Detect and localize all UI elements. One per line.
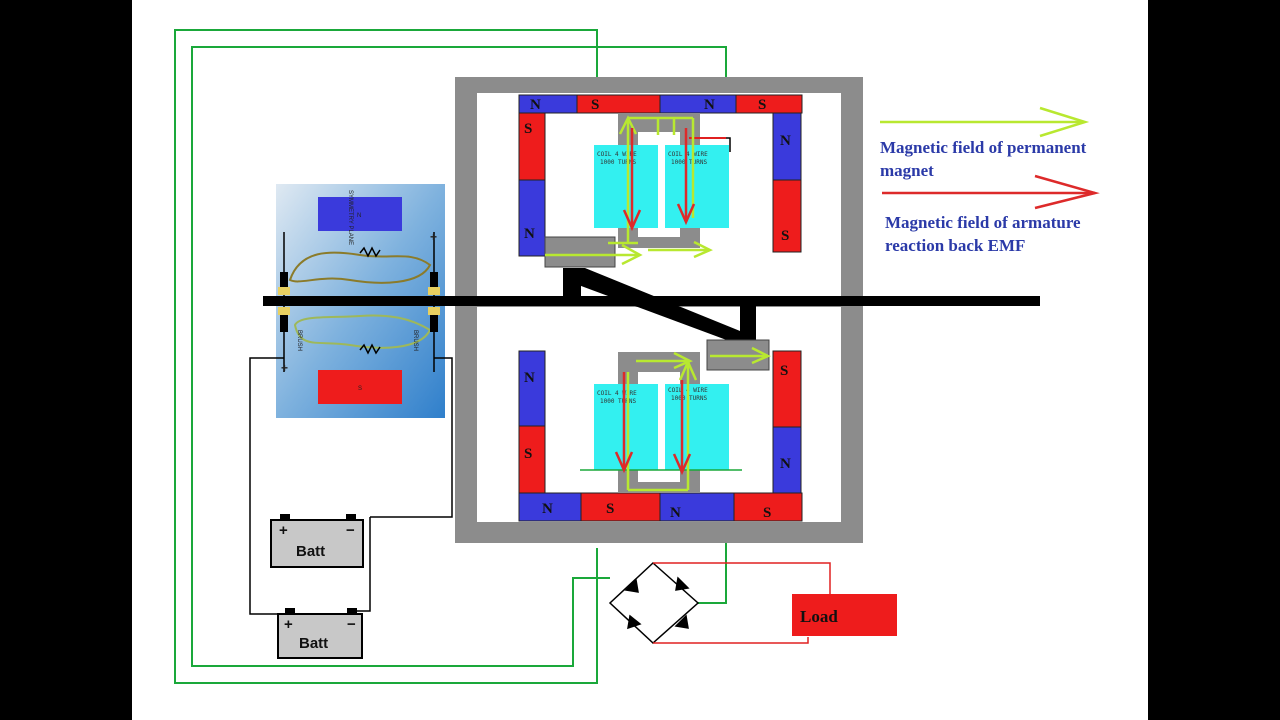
inset-brush-label: BRUSH	[412, 330, 418, 351]
inset-plus-sign: +	[281, 361, 288, 375]
top-magnet-row: N S N S	[518, 94, 803, 114]
battery-icon	[277, 613, 363, 659]
bottom-left-magnet-column: N S	[518, 350, 546, 494]
battery-plus: +	[279, 522, 288, 539]
inset-brush-label: BRUSH	[296, 330, 302, 351]
battery-2: + − Batt	[277, 608, 363, 659]
pole-label: S	[524, 121, 532, 137]
top-rotor-pole	[544, 236, 616, 268]
battery-label: Batt	[299, 635, 328, 652]
pole-label: S	[781, 228, 789, 244]
rotor-post-right	[740, 305, 756, 343]
rotor-arm	[565, 268, 745, 345]
coil-label: COIL 4 WIRE	[668, 151, 708, 158]
battery-wiring	[249, 357, 453, 615]
bottom-pole-label: N	[542, 501, 553, 517]
top-field-arrows	[545, 115, 713, 266]
coil-label: COIL 4 WIRE	[597, 151, 637, 158]
bottom-right-magnet-column: S N	[772, 350, 802, 494]
symmetry-inset: N S SYMMETRY PLANE BRUSH BRUSH + +	[263, 184, 463, 418]
top-right-magnet-column: N S	[772, 112, 802, 253]
bottom-left-coil	[594, 384, 658, 470]
inset-south-label: S	[358, 386, 362, 392]
legend-permanent-text-1: Magnetic field of permanent	[880, 138, 1087, 157]
bottom-magnet-row: N S N S	[518, 492, 803, 522]
top-left-magnet-column: S N	[518, 112, 546, 257]
legend-armature-text-1: Magnetic field of armature	[885, 213, 1081, 232]
battery-1: + − Batt	[270, 514, 364, 568]
top-pole-label: S	[591, 97, 599, 113]
inset-south-magnet	[318, 370, 402, 404]
top-pole-label: N	[704, 97, 715, 113]
pole-label: S	[524, 446, 532, 462]
pole-label: N	[524, 226, 535, 242]
battery-plus: +	[284, 616, 293, 633]
top-right-coil	[665, 145, 729, 228]
load-box	[792, 594, 897, 636]
inset-plane-label: SYMMETRY PLANE	[347, 190, 353, 245]
inset-north-magnet	[318, 197, 402, 231]
coil-label: 1000 TURNS	[600, 159, 637, 166]
pole-label: S	[780, 363, 788, 379]
inset-north-label: N	[357, 213, 361, 219]
coil-label: 1000 TURNS	[671, 159, 708, 166]
load: Load	[792, 594, 897, 636]
legend-armature-text-2: reaction back EMF	[885, 236, 1025, 255]
coil-label: 1000 TURNS	[600, 398, 637, 405]
bottom-field-arrows	[614, 346, 771, 492]
green-wiring	[174, 29, 727, 684]
pole-label: N	[524, 370, 535, 386]
load-label: Load	[800, 607, 838, 626]
load-wiring	[653, 562, 831, 644]
bottom-pole-label: S	[606, 501, 614, 517]
legend-permanent-field: Magnetic field of permanent magnet	[880, 106, 1090, 180]
inset-plus-sign-2: +	[430, 230, 437, 244]
battery-label: Batt	[296, 543, 325, 560]
rotor-post-left	[563, 268, 581, 298]
legend-permanent-text-2: magnet	[880, 161, 934, 180]
coil-label: COIL 4 WIRE	[597, 390, 637, 397]
coil-label: 1000 TURNS	[671, 395, 708, 402]
top-pole-label: N	[530, 97, 541, 113]
top-pole-label: S	[758, 97, 766, 113]
legend-armature-field: Magnetic field of armature reaction back…	[882, 174, 1100, 255]
pole-label: N	[780, 456, 791, 472]
pole-label: N	[780, 133, 791, 149]
bottom-pole-label: S	[763, 505, 771, 521]
bottom-pole-label: N	[670, 505, 681, 521]
battery-icon	[270, 519, 364, 568]
battery-minus: −	[346, 522, 355, 539]
battery-minus: −	[347, 616, 356, 633]
